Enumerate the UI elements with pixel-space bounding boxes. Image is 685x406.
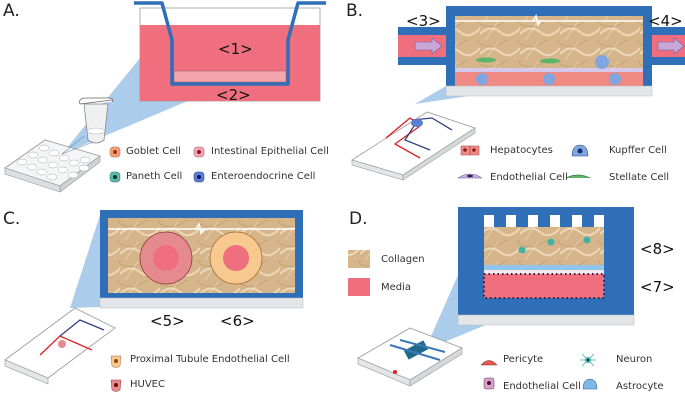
legend-goblet-cell: Goblet Cell [126, 146, 181, 157]
legend-kupffer-cell: Kupffer Cell [609, 145, 667, 156]
panel-d-artwork [348, 207, 635, 387]
insert-wall [134, 1, 326, 86]
panel-b-artwork [351, 6, 685, 181]
legend-enteroendocrine-cell: Enteroendocrine Cell [211, 171, 316, 182]
legend-huvec: HUVEC [130, 379, 165, 390]
marker-2: <2> [216, 86, 251, 104]
panel-label-a: A. [3, 1, 20, 21]
legend-icons [109, 144, 598, 392]
media-swatch-icon [348, 278, 370, 296]
marker-8: <8> [640, 240, 675, 258]
panel-label-c: C. [3, 209, 21, 229]
legend-hepatocytes: Hepatocytes [490, 145, 553, 156]
marker-7: <7> [640, 278, 675, 296]
collagen-swatch-icon [348, 250, 370, 268]
legend-collagen: Collagen [381, 254, 425, 265]
panel-c-artwork [4, 210, 304, 385]
legend-intestinal-epithelial-cell: Intestinal Epithelial Cell [211, 146, 329, 157]
well-plate-icon [4, 135, 105, 193]
legend-media: Media [381, 282, 412, 293]
marker-6: <6> [220, 312, 255, 330]
marker-5: <5> [150, 312, 185, 330]
legend-endothelial-cell-d: Endothelial Cell [503, 381, 581, 392]
epithelial-monolayer [173, 70, 287, 83]
legend-astrocyte: Astrocyte [616, 381, 664, 392]
legend-stellate-cell: Stellate Cell [609, 172, 670, 183]
transwell-insert-icon [79, 97, 113, 144]
legend-neuron: Neuron [616, 354, 653, 365]
panel-label-b: B. [346, 1, 364, 21]
legend-paneth-cell: Paneth Cell [126, 171, 183, 182]
panel-label-d: D. [349, 209, 368, 229]
flow-in-arrow [414, 37, 443, 55]
marker-1: <1> [218, 40, 253, 58]
marker-3: <3> [406, 12, 441, 30]
legend-endothelial-cell: Endothelial Cell [490, 172, 568, 183]
marker-4: <4> [648, 12, 683, 30]
legend-pericyte: Pericyte [503, 354, 544, 365]
flow-out-arrow [657, 37, 685, 55]
panel-a-artwork [4, 1, 326, 193]
legend-proximal-tubule-cell: Proximal Tubule Endothelial Cell [130, 354, 290, 365]
